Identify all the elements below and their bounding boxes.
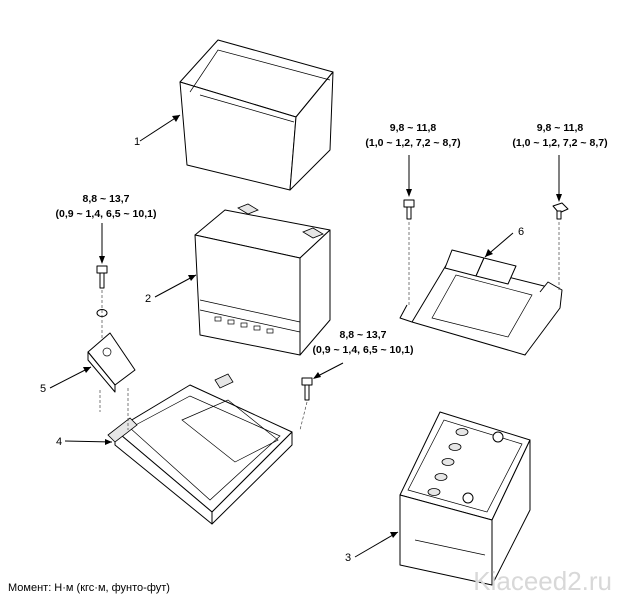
battery-tray	[107, 373, 293, 525]
callout-3: 3	[345, 552, 351, 564]
bolt-bracket-right	[552, 202, 569, 220]
callout-6: 6	[518, 226, 524, 238]
battery-clamp	[87, 332, 136, 393]
battery-vent-row	[214, 316, 274, 334]
callout-2: 2	[145, 293, 151, 305]
torque-tray-kgf: (0,9 ~ 1,4, 6,5 ~ 10,1)	[313, 344, 414, 356]
battery-cell-caps	[427, 428, 469, 496]
torque-bracket-left-nm: 9,8 ~ 11,8	[390, 122, 437, 134]
torque-bracket-right-kgf: (1,0 ~ 1,2, 7,2 ~ 8,7)	[512, 137, 607, 149]
bolt-tray	[301, 377, 313, 401]
assembly-guide-lines	[99, 222, 560, 431]
callout-1: 1	[134, 136, 140, 148]
callout-4: 4	[56, 436, 62, 448]
torque-clamp-kgf: (0,9 ~ 1,4, 6,5 ~ 10,1)	[56, 208, 157, 220]
watermark: Kiaceed2.ru	[473, 566, 612, 596]
battery-lower	[399, 411, 531, 586]
torque-clamp-nm: 8,8 ~ 13,7	[83, 193, 130, 205]
torque-bracket-right-nm: 9,8 ~ 11,8	[537, 122, 584, 134]
callout-leaders	[49, 114, 562, 558]
torque-tray-nm: 8,8 ~ 13,7	[340, 329, 387, 341]
units-note: Момент: Н·м (кгс·м, фунто-фут)	[8, 582, 170, 594]
torque-bracket-left-kgf: (1,0 ~ 1,2, 7,2 ~ 8,7)	[365, 137, 460, 149]
mounting-bracket	[399, 249, 563, 356]
battery-upper	[194, 203, 331, 356]
bolt-bracket-left	[403, 199, 415, 220]
callout-5: 5	[40, 383, 46, 395]
battery-cover	[179, 39, 334, 191]
